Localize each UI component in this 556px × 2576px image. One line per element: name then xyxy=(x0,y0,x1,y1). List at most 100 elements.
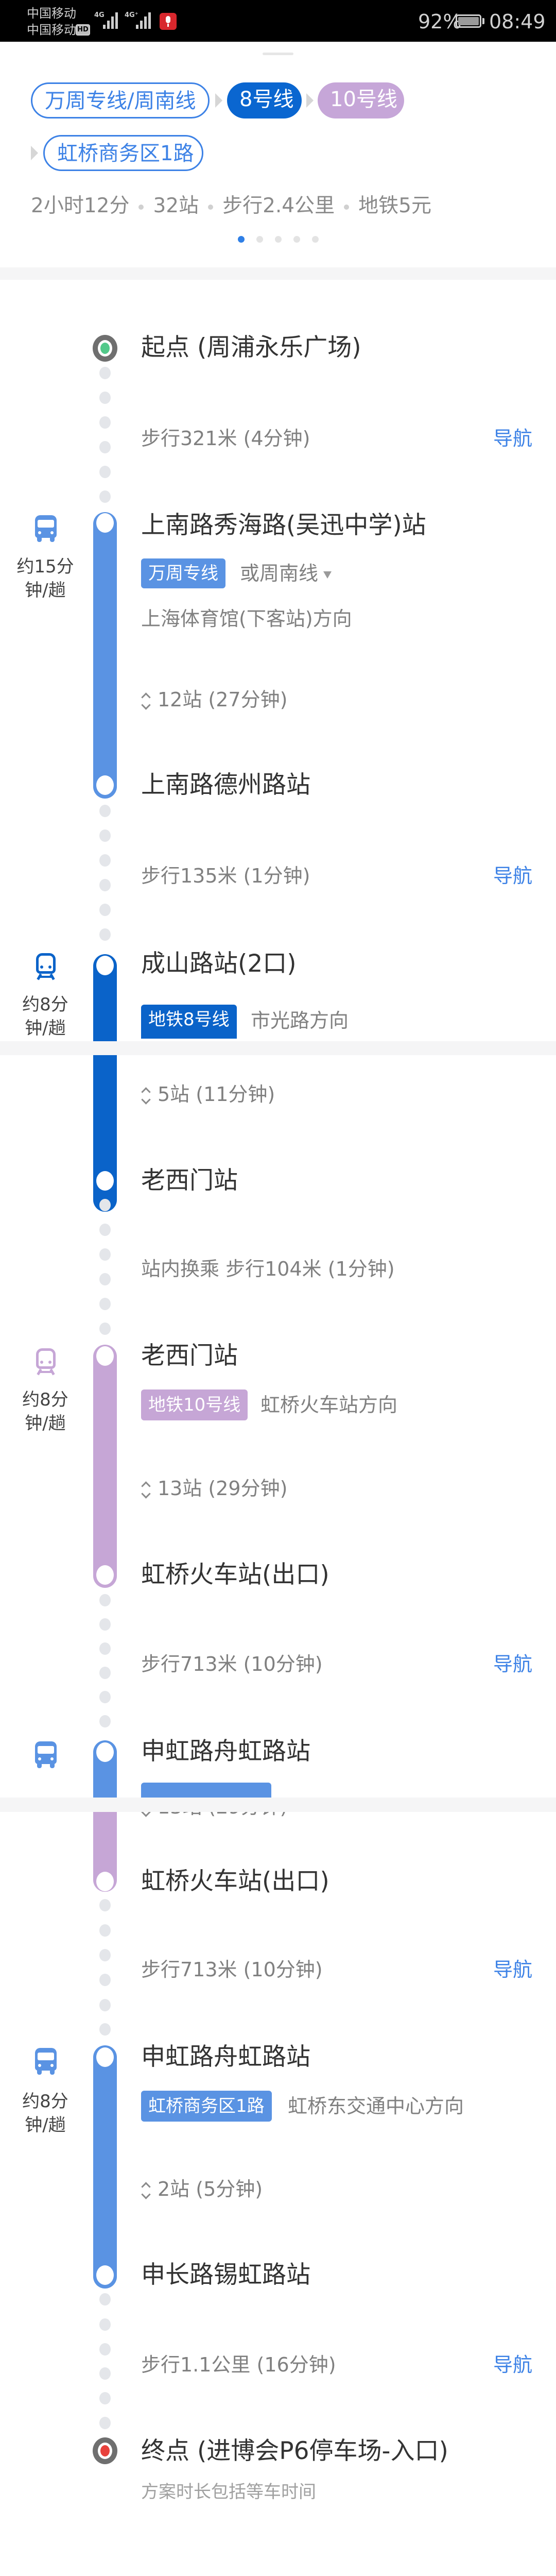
walk-dot xyxy=(99,2293,111,2306)
walk-dot xyxy=(99,879,111,891)
summary-duration: 2小时12分 xyxy=(31,194,130,217)
walk-dot xyxy=(99,1248,111,1261)
walk-step-3-repeat: 步行713米 (10分钟) xyxy=(141,1958,323,1981)
board-station[interactable]: 成山路站(2口) xyxy=(141,950,297,978)
chip-hongqiao-bus[interactable]: 虹桥商务区1路 xyxy=(43,135,203,171)
line-badge-metro-8[interactable]: 地铁8号线 xyxy=(141,1005,237,1039)
metro-8-route-line xyxy=(93,954,117,1212)
walk-dot xyxy=(99,466,111,478)
signal-1-label: 4G xyxy=(94,11,105,19)
clock: 08:49 xyxy=(489,10,546,33)
stops-toggle[interactable]: 12站 (27分钟) xyxy=(141,687,287,712)
stops-toggle[interactable]: 13站 (29分钟) xyxy=(141,1476,287,1501)
walk-dot xyxy=(99,1924,111,1937)
station-node xyxy=(96,2265,114,2285)
expand-collapse-icon xyxy=(141,1480,151,1500)
alight-station[interactable]: 上南路德州路站 xyxy=(141,771,310,799)
walk-dot xyxy=(99,1691,111,1703)
walk-dot xyxy=(99,1974,111,1986)
station-node xyxy=(96,956,114,975)
bus-route-line xyxy=(93,512,117,799)
pager-dot-1[interactable] xyxy=(238,236,245,243)
walk-dot xyxy=(99,1199,111,1211)
direction: 虹桥东交通中心方向 xyxy=(288,2095,464,2117)
walk-step-4: 步行1.1公里 (16分钟) xyxy=(141,2353,336,2376)
chip-wanzhou-line[interactable]: 万周专线/周南线 xyxy=(31,82,210,118)
walk-dot xyxy=(99,1642,111,1655)
chevron-right-icon xyxy=(215,93,222,108)
alight-station[interactable]: 老西门站 xyxy=(141,1166,238,1195)
navigate-link[interactable]: 导航 xyxy=(493,1958,533,1981)
section-divider xyxy=(0,267,556,280)
navigate-link[interactable]: 导航 xyxy=(493,1653,533,1675)
walk-dot xyxy=(99,1999,111,2011)
board-station[interactable]: 老西门站 xyxy=(141,1342,238,1370)
station-node xyxy=(96,1872,114,1891)
line-badge-wanzhou[interactable]: 万周专线 xyxy=(141,558,225,588)
bus-icon xyxy=(35,515,57,542)
pager-dot-2[interactable] xyxy=(256,236,263,243)
signal-2-label: 4G⁺ xyxy=(125,11,138,19)
walk-dot xyxy=(99,2023,111,2036)
walk-dot xyxy=(99,1949,111,1961)
station-node xyxy=(96,1742,114,1762)
carrier-2: 中国移动 xyxy=(27,23,76,37)
line-badge-metro-10[interactable]: 地铁10号线 xyxy=(141,1389,248,1420)
navigate-link[interactable]: 导航 xyxy=(493,865,533,887)
caret-down-icon xyxy=(323,571,332,579)
walk-dot xyxy=(99,1273,111,1285)
direction: 市光路方向 xyxy=(251,1009,349,1032)
expand-collapse-icon xyxy=(141,2180,151,2201)
walk-dot xyxy=(99,805,111,817)
navigate-link[interactable]: 导航 xyxy=(493,427,533,450)
alt-line-dropdown[interactable]: 或周南线 xyxy=(240,558,332,588)
pager-dot-5[interactable] xyxy=(312,236,319,243)
board-station[interactable]: 申虹路舟虹路站 xyxy=(141,1737,310,1766)
pager-dot-4[interactable] xyxy=(293,236,300,243)
station-node xyxy=(96,1565,114,1585)
battery-tip xyxy=(482,18,484,24)
summary-walk: 步行2.4公里 xyxy=(222,194,335,217)
drag-handle[interactable] xyxy=(263,53,293,55)
pager-dot-3[interactable] xyxy=(275,236,282,243)
metro-frequency: 约8分 钟/趟 xyxy=(22,994,68,1039)
plan-note: 方案时长包括等车时间 xyxy=(141,2482,316,2502)
walk-step-1: 步行321米 (4分钟) xyxy=(141,427,310,450)
walk-dot xyxy=(99,1618,111,1631)
chevron-right-icon xyxy=(306,93,314,108)
walk-dot xyxy=(99,490,111,503)
alight-station[interactable]: 虹桥火车站(出口) xyxy=(141,1867,329,1895)
walk-dot xyxy=(99,829,111,842)
chip-metro-8[interactable]: 8号线 xyxy=(227,82,302,118)
walk-dot xyxy=(99,2343,111,2355)
alight-station[interactable]: 申长路锡虹路站 xyxy=(141,2261,310,2289)
board-station[interactable]: 上南路秀海路(吴迅中学)站 xyxy=(141,511,426,539)
walk-dot xyxy=(99,1224,111,1236)
start-marker-icon xyxy=(93,335,117,362)
direction: 上海体育馆(下客站)方向 xyxy=(141,607,352,630)
direction: 虹桥火车站方向 xyxy=(260,1394,398,1416)
stops-toggle-partial: 13站 (29分钟) xyxy=(141,1812,347,1819)
metro-frequency: 约8分 钟/趟 xyxy=(22,1389,68,1434)
walk-dot xyxy=(99,367,111,379)
walk-dot xyxy=(99,392,111,404)
stops-toggle[interactable]: 2站 (5分钟) xyxy=(141,2177,263,2201)
chip-metro-10[interactable]: 10号线 xyxy=(318,82,404,118)
carrier-1: 中国移动 xyxy=(27,6,76,21)
station-node xyxy=(96,1171,114,1191)
walk-dot xyxy=(99,1298,111,1310)
walk-dot xyxy=(99,928,111,941)
stitch-seam xyxy=(0,1041,556,1055)
navigate-link[interactable]: 导航 xyxy=(493,2353,533,2376)
walk-dot xyxy=(99,416,111,429)
start-point: 起点 (周浦永乐广场) xyxy=(141,333,361,362)
walk-dot xyxy=(99,2417,111,2429)
board-station[interactable]: 申虹路舟虹路站 xyxy=(141,2043,310,2071)
line-badge-hongqiao[interactable]: 虹桥商务区1路 xyxy=(141,2091,272,2122)
walk-dot xyxy=(99,1594,111,1606)
alight-station[interactable]: 虹桥火车站(出口) xyxy=(141,1561,329,1589)
stops-toggle[interactable]: 5站 (11分钟) xyxy=(141,1082,275,1107)
stitch-seam xyxy=(0,1798,556,1812)
metro-10-route-line xyxy=(93,1345,117,1588)
